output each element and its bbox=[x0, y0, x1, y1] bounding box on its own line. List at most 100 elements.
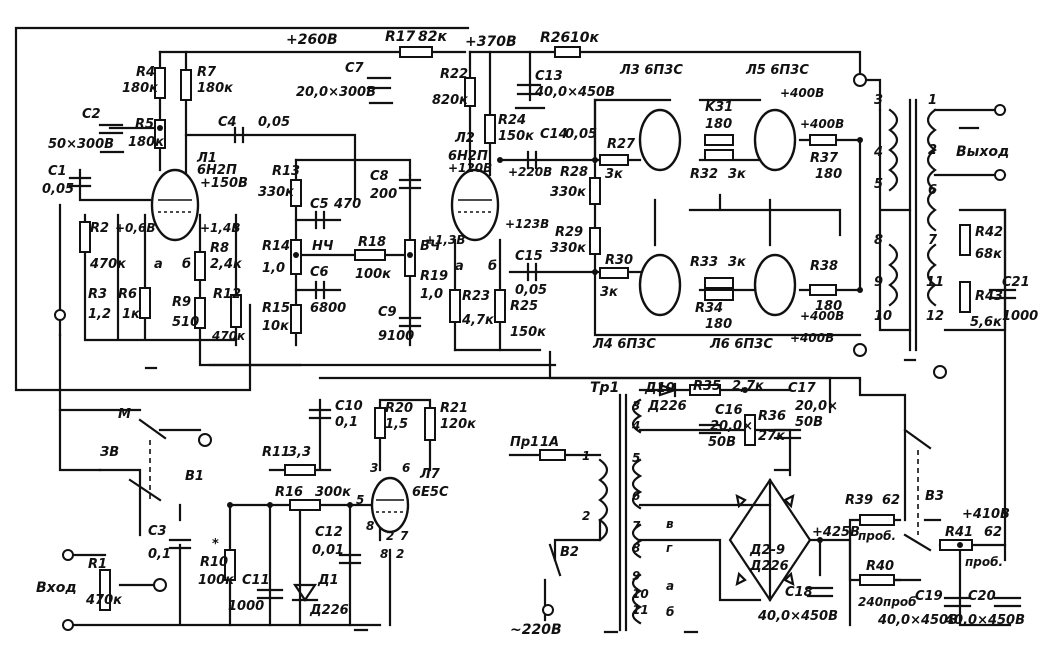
label-c15: C15 bbox=[515, 249, 543, 264]
label-r37: R37 bbox=[810, 151, 839, 166]
l7-pin-8b: 8 bbox=[380, 547, 388, 561]
label-r13: R13 bbox=[272, 164, 300, 179]
label-r36: R36 bbox=[758, 409, 786, 424]
fuse-pr1 bbox=[539, 449, 566, 461]
label-r25: R25 bbox=[510, 299, 538, 314]
ot-secondary-upper bbox=[926, 108, 937, 232]
label-m: М bbox=[118, 407, 131, 422]
label-r17: R17 bbox=[385, 29, 416, 45]
tr1-w-10: 10 bbox=[632, 587, 649, 601]
terminal-in-1 bbox=[62, 549, 74, 561]
pin-b-l2: б bbox=[488, 259, 497, 274]
ot-pin-9: 9 bbox=[874, 275, 883, 290]
label-v06: +0,6В bbox=[115, 221, 155, 235]
label-r10-star: * bbox=[212, 537, 219, 552]
resistor-r31 bbox=[704, 134, 734, 146]
value-c2: 50×300В bbox=[48, 137, 114, 152]
capacitor-c19 bbox=[943, 596, 972, 608]
label-l6: Л6 6П3С bbox=[709, 337, 773, 352]
resistor-r7 bbox=[180, 69, 192, 101]
label-r10: R10 bbox=[200, 555, 228, 570]
label-r42: R42 bbox=[975, 225, 1003, 240]
tube-l2 bbox=[450, 168, 500, 242]
label-c21: C21 bbox=[1002, 275, 1030, 290]
label-r11: R11 bbox=[262, 445, 290, 460]
value-r23: 4,7к bbox=[461, 313, 495, 328]
label-r30: R30 bbox=[605, 253, 633, 268]
capacitor-c21 bbox=[988, 288, 1017, 300]
ot-pin-7: 7 bbox=[928, 233, 938, 248]
label-c19: C19 bbox=[915, 589, 943, 604]
label-prob2: проб. bbox=[965, 555, 1003, 569]
ot-pin-12: 12 bbox=[926, 309, 944, 324]
value-r40: 240проб bbox=[858, 595, 917, 609]
label-prob1: проб. bbox=[858, 529, 896, 543]
label-l3: Л3 6П3С bbox=[619, 63, 683, 78]
resistor-r27 bbox=[599, 154, 629, 166]
resistor-r30 bbox=[599, 267, 629, 279]
l7-pin-2b: 2 bbox=[396, 547, 404, 561]
resistor-r33 bbox=[704, 277, 734, 289]
ot-pin-3: 3 bbox=[874, 93, 883, 108]
capacitor-c6 bbox=[314, 280, 326, 300]
capacitor-c3 bbox=[168, 538, 192, 550]
label-b3: В3 bbox=[925, 489, 944, 504]
label-r14: R14 bbox=[262, 239, 290, 254]
label-input: Вход bbox=[36, 580, 77, 596]
label-r19: R19 bbox=[420, 269, 448, 284]
jack-5 bbox=[933, 365, 947, 379]
value-d10: Д226 bbox=[647, 399, 687, 414]
resistor-r35 bbox=[689, 384, 721, 396]
tr1-w-11: 11 bbox=[632, 603, 649, 617]
resistor-r29 bbox=[589, 227, 601, 255]
diodes bbox=[291, 382, 812, 602]
type-l1: 6Н2П bbox=[197, 163, 237, 178]
label-zv: ЗВ bbox=[100, 445, 119, 460]
label-b2: В2 bbox=[560, 545, 579, 560]
resistor-r21 bbox=[424, 407, 436, 441]
capacitor-c12 bbox=[338, 553, 362, 565]
switch-b3 bbox=[903, 428, 932, 450]
label-c14: C14 bbox=[540, 127, 568, 142]
value-c4: 0,05 bbox=[258, 115, 290, 130]
value-r17: 82к bbox=[418, 29, 447, 45]
ot-pin-1: 1 bbox=[928, 93, 937, 108]
value-r18: 100к bbox=[355, 267, 392, 282]
ot-pin-5: 5 bbox=[874, 177, 883, 192]
tr1-secondary-4 bbox=[631, 573, 643, 625]
label-r4: R4 bbox=[136, 65, 155, 80]
tr1-secondary-3 bbox=[631, 523, 643, 559]
label-nch: НЧ bbox=[312, 239, 334, 254]
terminal-out-2 bbox=[994, 169, 1006, 181]
label-c12: C12 bbox=[315, 525, 343, 540]
label-r3: R3 bbox=[88, 287, 107, 302]
switch-b1 bbox=[128, 478, 162, 502]
label-c16: C16 bbox=[715, 403, 743, 418]
label-r27: R27 bbox=[607, 137, 636, 152]
label-c10: C10 bbox=[335, 399, 363, 414]
value-r42: 68к bbox=[975, 247, 1003, 262]
capacitor-c20 bbox=[993, 596, 1022, 608]
resistor-r5 bbox=[154, 119, 166, 149]
tr1-w-8: 8 bbox=[632, 541, 640, 555]
tr1-w-9: 9 bbox=[632, 569, 640, 583]
label-c13: C13 bbox=[535, 69, 563, 84]
tr1-w-4: 4 bbox=[631, 419, 640, 433]
label-r22: R22 bbox=[440, 67, 468, 82]
capacitor-c17 bbox=[773, 428, 802, 440]
value-r28: 330к bbox=[550, 185, 587, 200]
ot-pin-10: 10 bbox=[874, 309, 892, 324]
value-r10: 100к bbox=[198, 573, 235, 588]
label-r24: R24 bbox=[498, 113, 526, 128]
resistor-r43 bbox=[959, 281, 971, 313]
tube-l7 bbox=[370, 476, 410, 534]
value-r19: 1,0 bbox=[420, 287, 443, 302]
capacitor-c9 bbox=[398, 316, 422, 328]
jack-4 bbox=[853, 343, 867, 357]
value-c17: 20,0× bbox=[795, 399, 838, 414]
resistor-r28 bbox=[589, 177, 601, 205]
ot-primary-lower bbox=[888, 243, 899, 307]
tr1-w-6: 6 bbox=[632, 489, 640, 503]
value-r25: 150к bbox=[510, 325, 547, 340]
